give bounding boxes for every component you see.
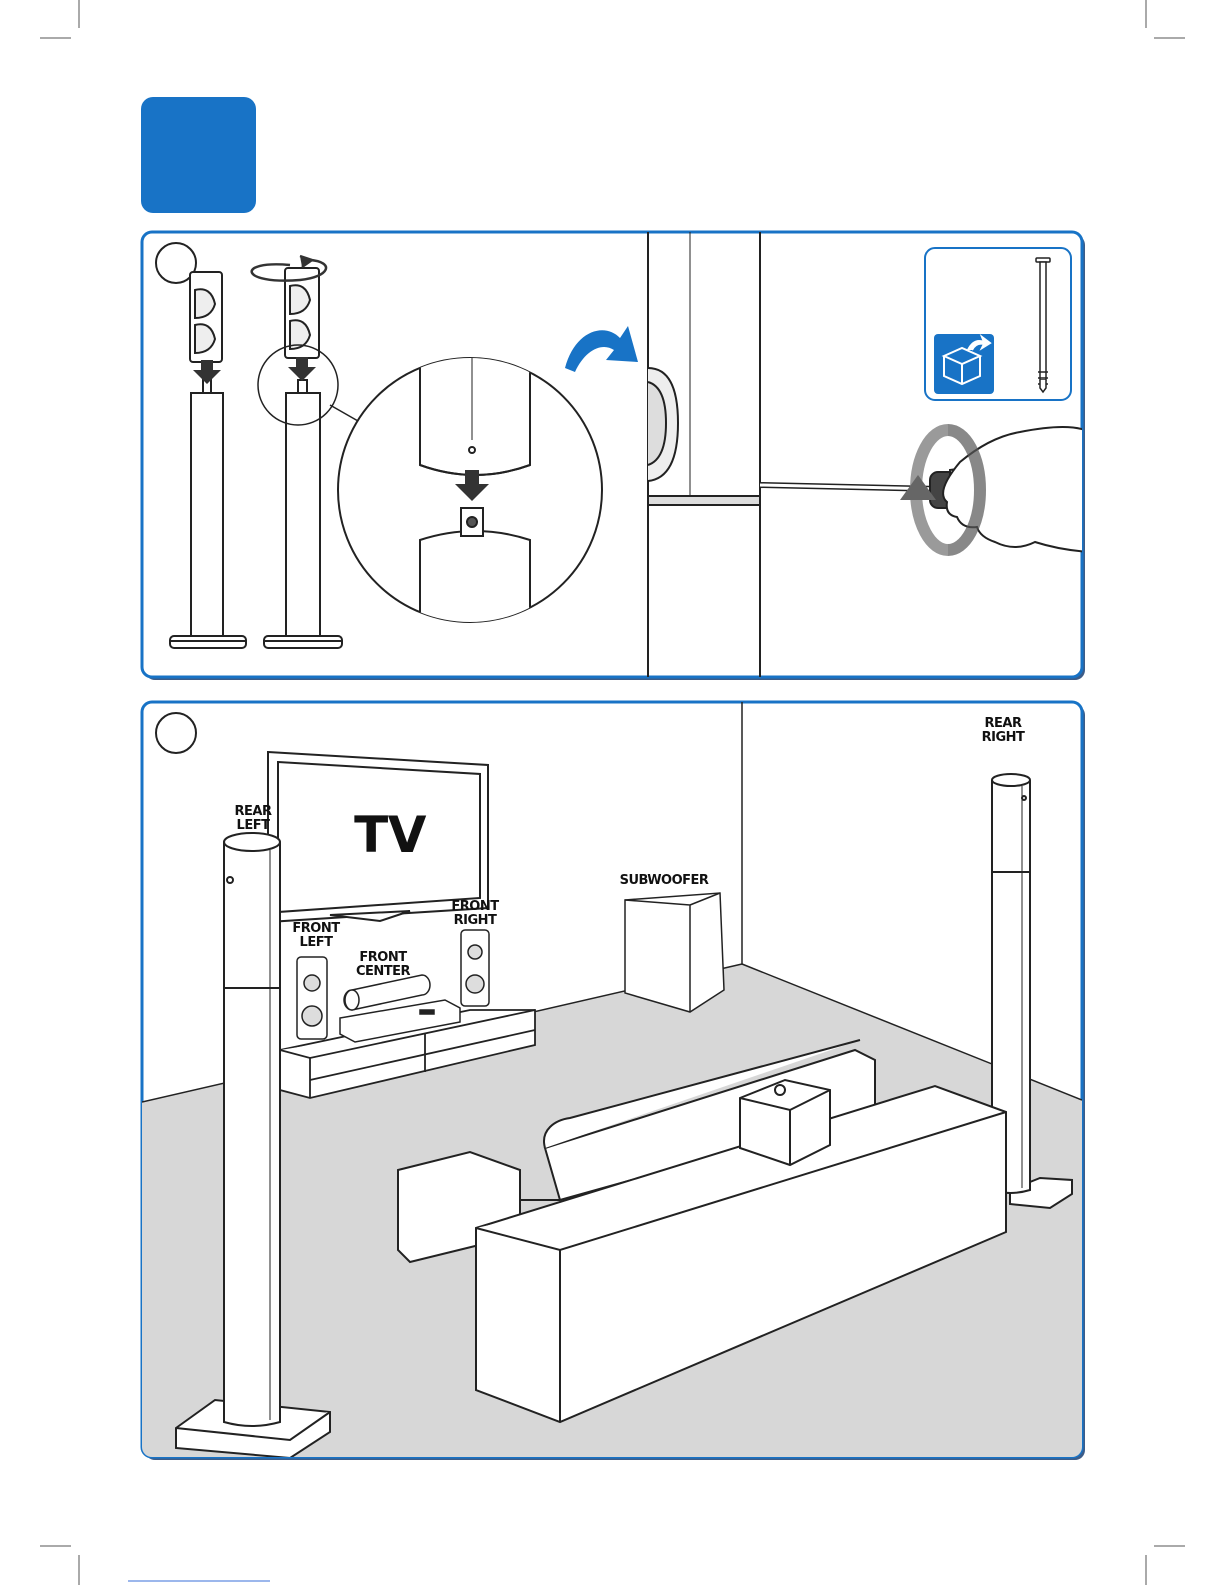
front-left-label-line2: LEFT bbox=[300, 935, 334, 950]
step-badge bbox=[141, 97, 256, 213]
step-number-circle bbox=[156, 713, 196, 753]
front-right-speaker bbox=[461, 930, 489, 1006]
front-center-label-line2: CENTER bbox=[356, 964, 411, 979]
rear-right-label-line2: RIGHT bbox=[982, 730, 1025, 745]
subwoofer bbox=[625, 893, 724, 1012]
rear-center-speaker bbox=[740, 1080, 830, 1165]
rear-left-label-line1: REAR bbox=[235, 804, 272, 819]
front-center-label-line1: FRONT bbox=[359, 950, 407, 965]
panel-speaker-assembly bbox=[142, 232, 1090, 680]
front-right-label-line2: RIGHT bbox=[454, 913, 497, 928]
panel-speaker-placement: TV bbox=[142, 702, 1085, 1460]
front-left-speaker bbox=[297, 957, 327, 1039]
subwoofer-label: SUBWOOFER bbox=[620, 873, 709, 888]
tv-label: TV bbox=[354, 806, 427, 864]
front-left-label-line1: FRONT bbox=[292, 921, 340, 936]
rear-right-label-line1: REAR bbox=[985, 716, 1022, 731]
rear-left-label-line2: LEFT bbox=[237, 818, 271, 833]
accessory-inset bbox=[925, 248, 1071, 400]
front-right-label-line1: FRONT bbox=[451, 899, 499, 914]
